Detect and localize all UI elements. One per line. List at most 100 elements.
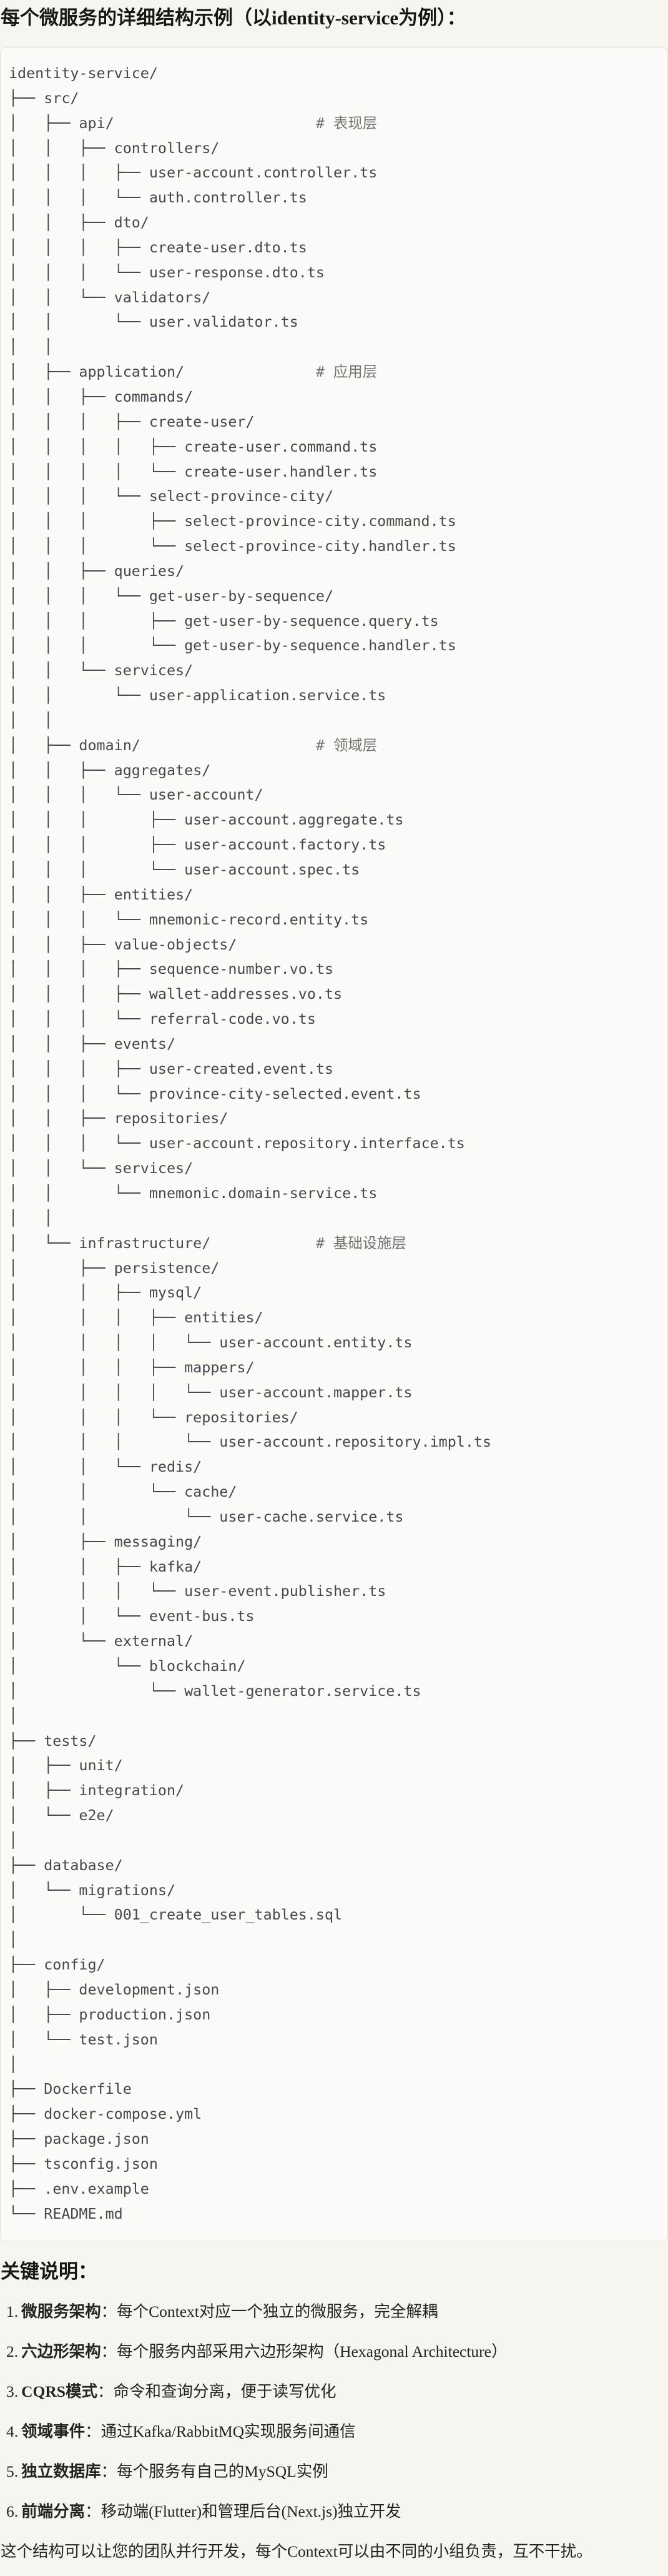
note-item: 5.独立数据库：每个服务有自己的MySQL实例 [6,2461,668,2482]
tree-line: │ │ └── cache/ [9,1483,237,1501]
tree-line: │ │ └── validators/ [9,288,211,306]
tree-line: │ │ [9,711,53,729]
tree-comment: # 领域层 [315,736,378,754]
tree-line: │ │ ├── mysql/ [9,1284,202,1302]
code-block: identity-service/ ├── src/ │ ├── api/ # 表现… [0,47,668,2242]
tree-line: │ │ │ ├── wallet-addresses.vo.ts [9,985,343,1003]
tree-line: │ │ ├── value-objects/ [9,935,237,953]
tree-line: │ [9,1831,18,1849]
notes-heading: 关键说明： [1,2261,97,2283]
tree-line: │ │ │ ├── create-user/ [9,412,255,430]
note-item-number: 4. [6,2422,19,2441]
tree-line: │ │ │ └── select-province-city.handler.t… [9,537,456,555]
tree-line: │ │ │ │ ├── create-user.command.ts [9,437,378,455]
tree-line: │ │ │ ├── user-created.event.ts [9,1059,334,1077]
tree-line: │ ├── integration/ [9,1781,185,1800]
tree-comment: # 应用层 [315,363,378,381]
tree-line: │ │ ├── repositories/ [9,1109,228,1127]
tree-line: │ ├── persistence/ [9,1259,220,1277]
tree-line: identity-service/ [9,64,158,82]
tree-line: │ ├── development.json [9,1980,220,1998]
note-item-label: CQRS模式 [21,2382,97,2401]
tree-line: ├── src/ [9,89,79,107]
tree-line: │ ├── domain/ # 领域层 [9,736,378,754]
tree-line: │ │ ├── aggregates/ [9,761,211,779]
tree-line: │ │ └── user-application.service.ts [9,686,386,705]
note-item: 4.领域事件：通过Kafka/RabbitMQ实现服务间通信 [6,2421,668,2442]
note-item-label: 前端分离 [21,2502,86,2521]
tree-line: │ └── wallet-generator.service.ts [9,1682,421,1700]
note-item-label: 独立数据库 [21,2462,101,2481]
note-item-label: 微服务架构 [21,2302,101,2321]
tree-line: │ │ ├── queries/ [9,562,185,580]
tree-line: │ ├── production.json [9,2005,211,2023]
note-item-number: 6. [6,2502,19,2521]
tree-line: │ │ [9,1209,53,1227]
tree-line: │ │ ├── events/ [9,1034,176,1053]
note-item-label: 领域事件 [21,2422,86,2441]
tree-line: │ │ │ └── repositories/ [9,1408,298,1426]
tree-line: └── README.md [9,2204,123,2222]
note-item-text: ：移动端(Flutter)和管理后台(Next.js)独立开发 [85,2502,401,2521]
tree-line: │ │ │ └── select-province-city/ [9,487,334,505]
tree-line: │ │ ├── entities/ [9,885,194,903]
tree-line: │ │ │ └── user-account/ [9,786,263,804]
tree-line: │ │ │ └── user-account.repository.interf… [9,1134,465,1152]
tree-line: │ │ └── redis/ [9,1458,202,1476]
note-item-number: 2. [6,2342,19,2361]
tree-line: ├── tsconfig.json [9,2154,158,2172]
note-item-text: ：每个服务内部采用六边形架构（Hexagonal Architecture） [101,2342,508,2361]
tree-line: │ │ │ ├── user-account.aggregate.ts [9,811,404,829]
tree-line: │ │ └── services/ [9,1159,194,1177]
tree-line: │ [9,2055,18,2073]
tree-line: │ │ ├── dto/ [9,214,149,232]
page-title: 每个微服务的详细结构示例（以identity-service为例）： [1,7,466,29]
tree-line: │ │ │ └── get-user-by-sequence/ [9,587,334,605]
note-item-text: ：命令和查询分离，便于读写优化 [97,2382,336,2401]
tree-line: │ [9,1931,18,1949]
tree-comment: # 基础设施层 [315,1234,406,1252]
tree-line: │ └── external/ [9,1632,194,1650]
tree-line: │ │ │ └── user-account.repository.impl.t… [9,1433,491,1451]
tree-line: │ │ │ ├── user-account.factory.ts [9,836,386,854]
tree-line: │ └── test.json [9,2030,158,2048]
tree-line: │ │ │ ├── get-user-by-sequence.query.ts [9,612,439,630]
tree-line: │ └── 001_create_user_tables.sql [9,1906,343,1924]
note-item: 1.微服务架构：每个Context对应一个独立的微服务，完全解耦 [6,2301,668,2322]
tree-line: │ ├── api/ # 表现层 [9,114,378,132]
tree-line: │ │ │ ├── mappers/ [9,1358,255,1376]
tree-line: │ │ └── mnemonic.domain-service.ts [9,1184,378,1202]
tree-line: │ │ ├── commands/ [9,387,194,405]
tree-line: ├── docker-compose.yml [9,2105,202,2123]
tree-line: │ │ │ └── user-response.dto.ts [9,263,325,281]
tree-line: │ └── infrastructure/ # 基础设施层 [9,1234,406,1252]
tree-line: │ ├── messaging/ [9,1532,202,1550]
tree-line: │ │ [9,338,53,356]
tree-line: │ │ │ ├── sequence-number.vo.ts [9,960,334,978]
tree-line: │ │ │ ├── user-account.controller.ts [9,164,378,182]
tree-line: │ ├── application/ # 应用层 [9,363,378,381]
tree-line: │ └── blockchain/ [9,1657,246,1675]
tree-line: ├── .env.example [9,2179,149,2197]
tree-comment: # 表现层 [315,114,378,132]
notes-list: 1.微服务架构：每个Context对应一个独立的微服务，完全解耦 2.六边形架构：… [0,2301,668,2522]
tree-line: │ [9,1707,18,1725]
tree-line: │ │ └── event-bus.ts [9,1607,255,1625]
note-item-text: ：通过Kafka/RabbitMQ实现服务间通信 [85,2422,356,2441]
tree-line: │ │ │ │ └── user-account.entity.ts [9,1334,413,1352]
closing-paragraph: 这个结构可以让您的团队并行开发，每个Context可以由不同的小组负责，互不干扰… [1,2542,592,2561]
note-item-number: 5. [6,2462,19,2481]
tree-line: │ │ │ └── user-account.spec.ts [9,861,360,878]
tree-line: ├── config/ [9,1956,106,1974]
tree-line: │ │ │ └── user-event.publisher.ts [9,1582,386,1600]
tree-line: ├── Dockerfile [9,2080,132,2098]
note-item-text: ：每个Context对应一个独立的微服务，完全解耦 [101,2302,438,2321]
tree-line: ├── tests/ [9,1731,97,1750]
tree-line: │ │ │ └── referral-code.vo.ts [9,1010,316,1028]
tree-line: │ │ │ ├── create-user.dto.ts [9,238,307,256]
note-item: 2.六边形架构：每个服务内部采用六边形架构（Hexagonal Architec… [6,2341,668,2362]
tree-line: │ │ └── user-cache.service.ts [9,1507,404,1525]
tree-line: ├── database/ [9,1856,123,1874]
tree-line: │ └── e2e/ [9,1806,114,1825]
tree-line: │ │ ├── kafka/ [9,1557,202,1575]
